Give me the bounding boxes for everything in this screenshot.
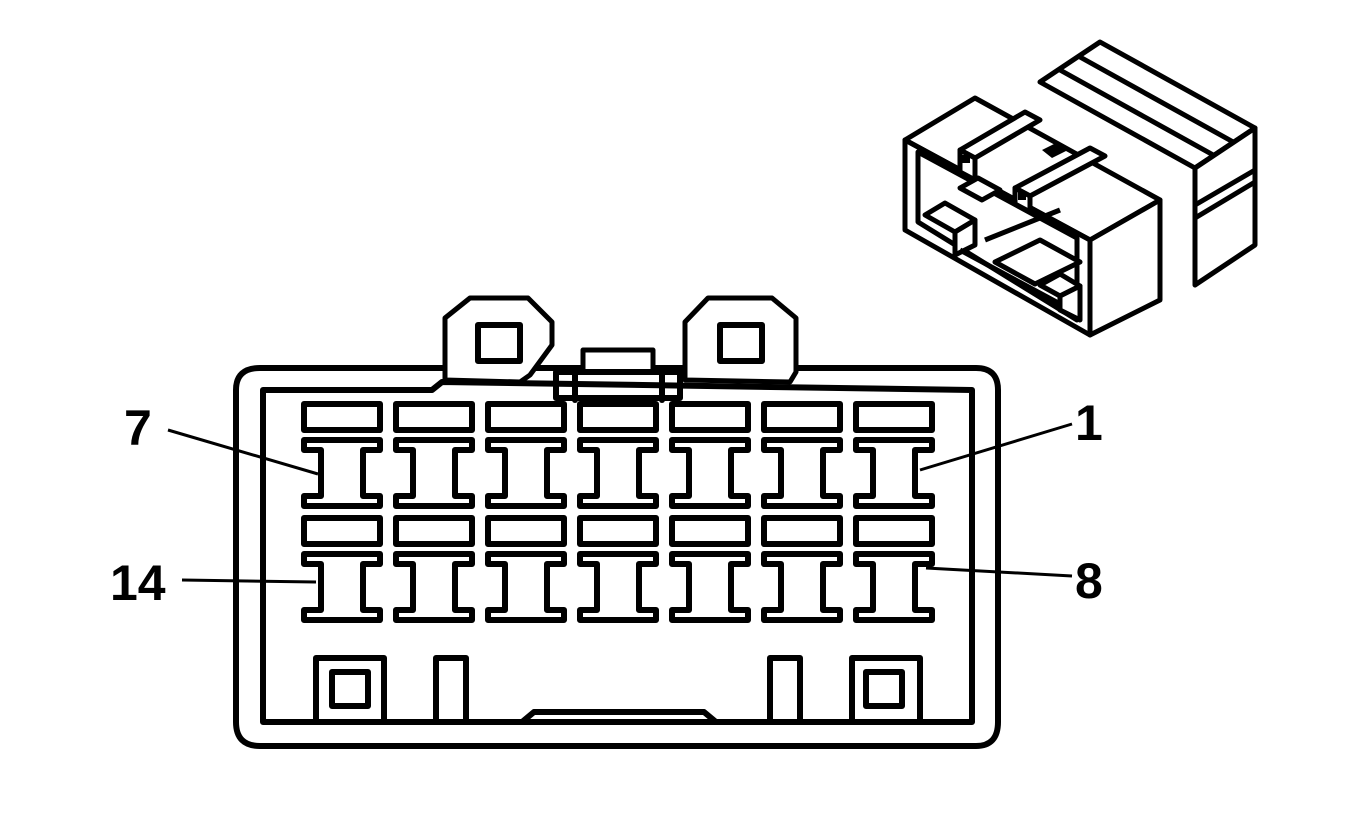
pin-latch-slot: [853, 401, 935, 433]
pin-latch-slot: [393, 401, 475, 433]
pin-cavity-10: [669, 551, 751, 623]
connector-ridge: [1058, 67, 1217, 159]
callout-line-8: [925, 566, 1073, 578]
connector-housing-outline: [233, 365, 1001, 749]
center-key: [580, 347, 656, 375]
connector-inner-block: [957, 175, 1003, 203]
pin-latch-slot: [669, 515, 751, 547]
bottom-rib-left: [433, 655, 469, 725]
pin-latch-slot: [577, 515, 659, 547]
pin-cavity-4: [577, 437, 659, 509]
callout-line-14: [181, 578, 317, 584]
pin-latch-slot: [761, 401, 843, 433]
pin-cavity-13: [393, 551, 475, 623]
pin-cavity-6: [393, 437, 475, 509]
pin-cavity-12: [485, 551, 567, 623]
connector-inner-block: [1057, 283, 1083, 323]
connector-3d-illustration: [902, 39, 1258, 338]
pin-cavity-11: [577, 551, 659, 623]
connector-inner-rail: [958, 247, 1077, 315]
mounting-tab-hole-right: [717, 322, 765, 364]
pin-latch-slot: [485, 515, 567, 547]
connector-inner-rail: [984, 207, 1061, 243]
pin-label-7: 7: [124, 400, 152, 456]
mounting-tab-hole-left: [475, 322, 523, 364]
callout-line-1: [919, 422, 1073, 472]
pin-cavity-1: [853, 437, 935, 509]
pin-cavity-7: [301, 437, 383, 509]
bottom-key-slot: [519, 709, 719, 725]
connector-latch: [957, 147, 978, 183]
connector-face: [233, 295, 1001, 749]
pin-label-14: 14: [110, 555, 166, 611]
pin-callouts: 7 1 14 8: [110, 395, 1103, 611]
pin-latch-slot: [485, 401, 567, 433]
connector-inner-block: [952, 217, 978, 258]
pin-latch-slot: [669, 401, 751, 433]
pin-latch-slot: [577, 401, 659, 433]
pin-latch-slot: [853, 515, 935, 547]
bottom-window-left: [329, 669, 371, 709]
connector-slot-edge: [1193, 179, 1257, 221]
connector-latch-hole: [962, 155, 970, 163]
bottom-rib-right: [767, 655, 803, 725]
mounting-tab-left: [442, 295, 555, 385]
center-key-base: [553, 369, 683, 401]
bottom-notch-right: [849, 655, 923, 725]
pin-cavity-14: [301, 551, 383, 623]
connector-ridge: [1078, 54, 1237, 146]
pin-cavity-3: [669, 437, 751, 509]
pin-cavity-8: [853, 551, 935, 623]
pin-cavities: [301, 401, 935, 623]
connector-window: [1042, 142, 1068, 158]
pin-latch-slot: [301, 401, 383, 433]
connector-housing-inner: [260, 379, 975, 725]
pin-cavity-2: [761, 437, 843, 509]
pin-latch-slot: [393, 515, 475, 547]
mounting-tab-right: [682, 295, 799, 385]
connector-inner-key: [992, 237, 1083, 287]
pin-cavity-5: [485, 437, 567, 509]
connector-latch-hole: [1018, 192, 1026, 200]
pin-label-8: 8: [1075, 553, 1103, 609]
pin-latch-slot: [301, 515, 383, 547]
connector-slot-edge: [1193, 167, 1257, 208]
pin-label-1: 1: [1075, 395, 1103, 451]
bottom-window-right: [863, 669, 905, 709]
pin-cavity-9: [761, 551, 843, 623]
pin-latch-slot: [761, 515, 843, 547]
bottom-notch-left: [313, 655, 387, 725]
callout-line-7: [167, 428, 319, 476]
